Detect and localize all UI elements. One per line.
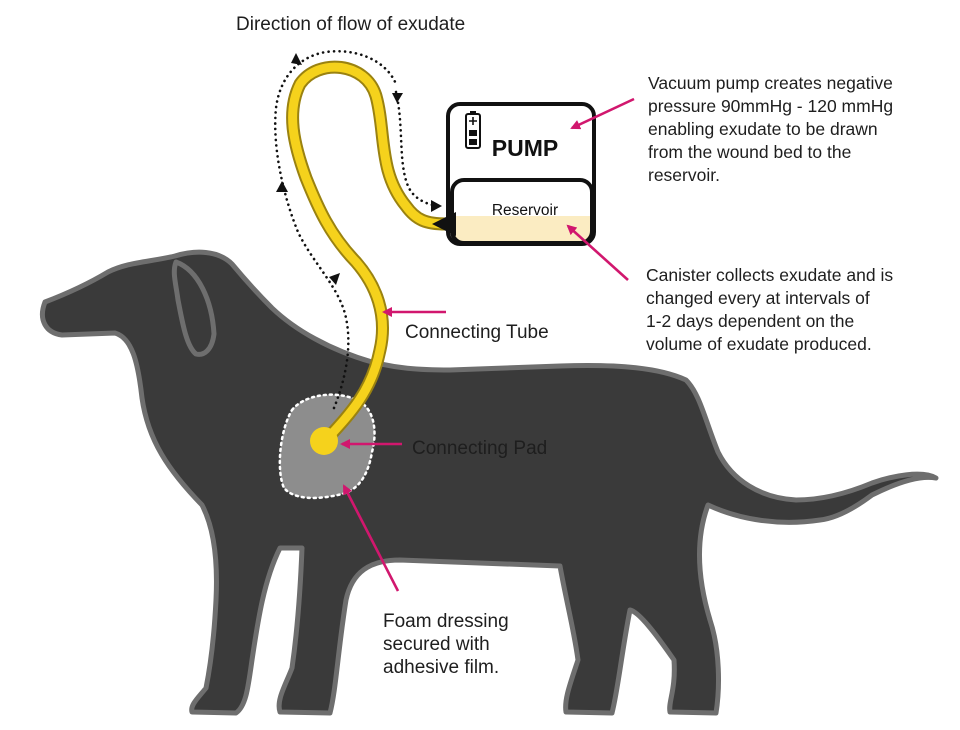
dog-silhouette xyxy=(39,249,939,716)
foam-callout-arrow xyxy=(342,484,400,592)
foam-note: Foam dressing secured with adhesive film… xyxy=(383,611,509,678)
dog-ear xyxy=(171,259,217,357)
reservoir-title: Reservoir xyxy=(492,202,558,219)
canister-note-line: Canister collects exudate and is xyxy=(646,265,893,285)
triangle-arrowhead-icon xyxy=(329,273,340,285)
canister-callout-arrow xyxy=(566,224,629,281)
callout-arrows xyxy=(340,97,635,592)
dog-body xyxy=(39,249,939,716)
pump-note-line: from the wound bed to the xyxy=(648,142,851,162)
connecting-pad-label: Connecting Pad xyxy=(412,438,547,459)
foam-note-line: Foam dressing xyxy=(383,611,509,632)
pump-note-line: pressure 90mmHg - 120 mmHg xyxy=(648,96,893,116)
pump-note: Vacuum pump creates negative pressure 90… xyxy=(648,73,893,185)
flow-direction-paths xyxy=(273,49,442,410)
flow-path-right xyxy=(394,90,438,208)
pump-callout-arrow xyxy=(570,97,635,130)
pump-note-line: reservoir. xyxy=(648,165,720,185)
pump-note-line: enabling exudate to be drawn xyxy=(648,119,878,139)
connecting-pad xyxy=(310,427,338,455)
pump-note-line: Vacuum pump creates negative xyxy=(648,73,893,93)
battery-icon xyxy=(465,111,481,149)
canister-note-line: changed every at intervals of xyxy=(646,288,870,308)
connecting-tube xyxy=(286,60,453,447)
connecting-tube-label: Connecting Tube xyxy=(405,322,549,343)
foam-note-line: secured with xyxy=(383,634,490,655)
triangle-arrowhead-icon xyxy=(392,93,403,103)
canister-note-line: volume of exudate produced. xyxy=(646,334,872,354)
triangle-arrowhead-icon xyxy=(276,181,288,192)
flow-path-left xyxy=(273,49,398,410)
foam-note-line: adhesive film. xyxy=(383,657,499,678)
reservoir-box xyxy=(450,178,594,245)
triangle-arrowhead-icon xyxy=(431,200,442,212)
triangle-arrowhead-icon xyxy=(291,53,302,65)
pump-inlet xyxy=(432,212,456,236)
canister-note-line: 1-2 days dependent on the xyxy=(646,311,854,331)
canister-note: Canister collects exudate and is changed… xyxy=(646,265,893,354)
flow-direction-label: Direction of flow of exudate xyxy=(236,14,465,35)
pump-unit: PUMP Reservoir xyxy=(432,102,596,246)
pump-title: PUMP xyxy=(492,135,558,161)
reservoir-fill xyxy=(454,216,590,242)
